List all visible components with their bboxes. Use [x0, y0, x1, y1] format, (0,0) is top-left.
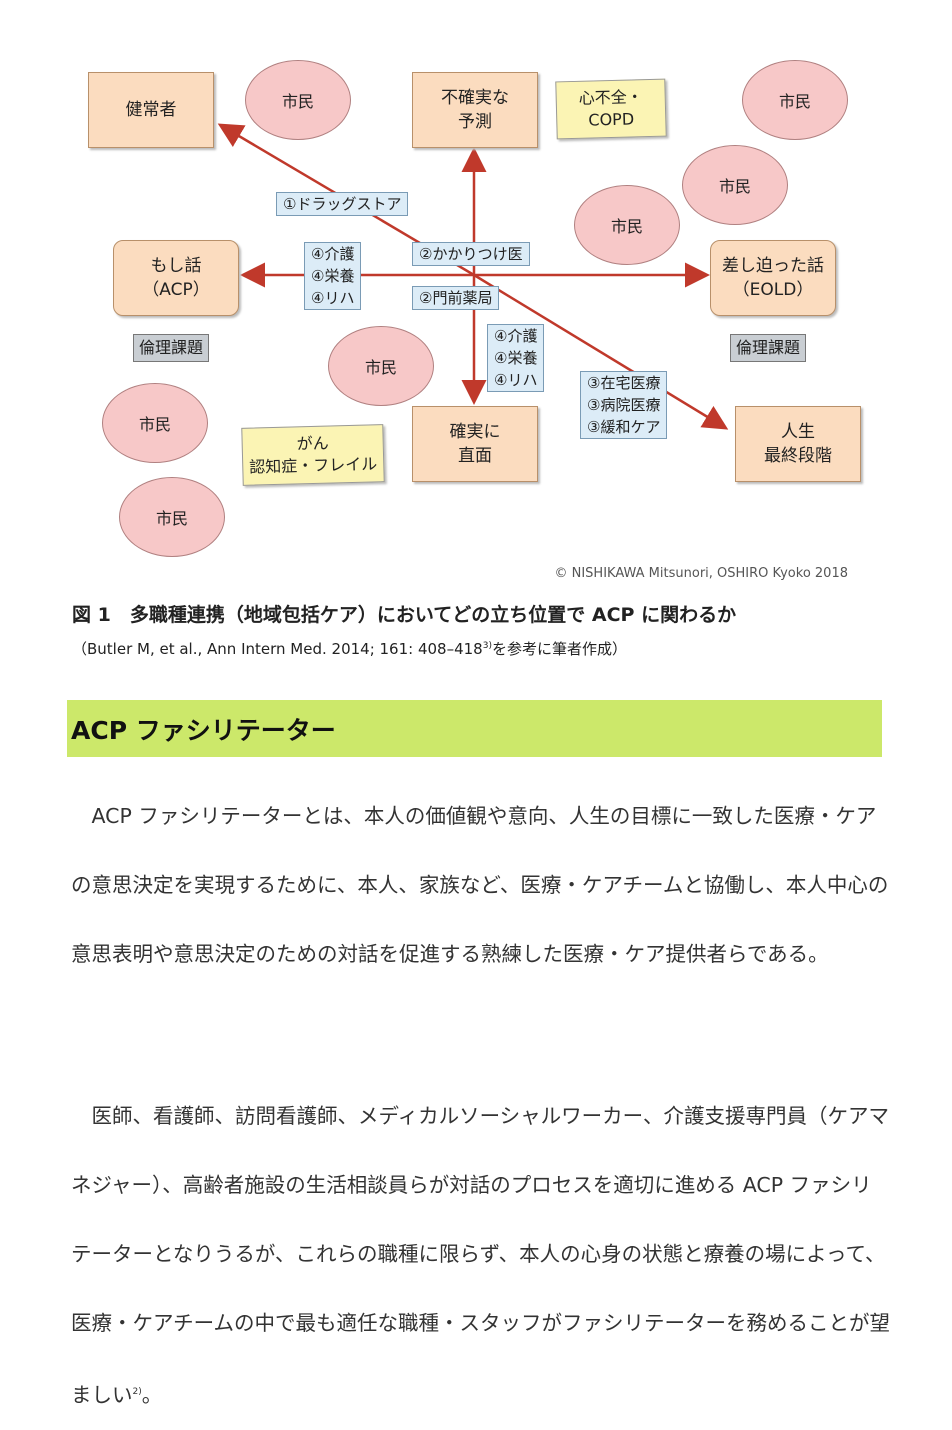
citizen-oval: 市民	[682, 145, 788, 225]
box-uncertain-prediction: 不確実な 予測	[412, 72, 538, 148]
tag-drugstore: ①ドラッグストア	[276, 192, 409, 216]
note-heart-copd: 心不全・ COPD	[555, 78, 667, 140]
tag-family-doctor: ②かかりつけ医	[412, 242, 530, 266]
paragraph-facilitators-text: 医師、看護師、訪問看護師、メディカルソーシャルワーカー、介護支援専門員（ケアマネ…	[71, 1104, 890, 1407]
tag-care-left: ④介護 ④栄養 ④リハ	[304, 242, 362, 310]
ethics-label-left: 倫理課題	[133, 334, 210, 362]
tag-care-middle: ④介護 ④栄養 ④リハ	[487, 324, 545, 392]
citizen-oval: 市民	[119, 477, 225, 557]
box-moshi-acp: もし話 （ACP）	[113, 240, 239, 316]
citizen-oval: 市民	[328, 326, 434, 406]
section-heading-bar: ACP ファシリテーター	[67, 700, 882, 757]
citizen-oval: 市民	[245, 60, 351, 140]
box-imminent-eold: 差し迫った話 （EOLD）	[710, 240, 836, 316]
ethics-label-right: 倫理課題	[730, 334, 807, 362]
citizen-oval: 市民	[742, 60, 848, 140]
acp-position-diagram: 健常者 不確実な 予測 もし話 （ACP） 差し迫った話 （EOLD） 確実に …	[0, 0, 952, 600]
diagonal-arrow-down-right	[473, 273, 729, 430]
citizen-oval: 市民	[102, 383, 208, 463]
paragraph-facilitators: 医師、看護師、訪問看護師、メディカルソーシャルワーカー、介護支援専門員（ケアマネ…	[71, 1082, 891, 1430]
paragraph-superscript: 2)	[132, 1387, 142, 1397]
paragraph-end: 。	[141, 1382, 163, 1407]
tag-medical-care: ③在宅医療 ③病院医療 ③緩和ケア	[580, 371, 668, 439]
citizen-oval: 市民	[574, 185, 680, 265]
figure-caption-reference: （Butler M, et al., Ann Intern Med. 2014;…	[72, 638, 627, 659]
copyright-credit: © NISHIKAWA Mitsunori, OSHIRO Kyoko 2018	[554, 566, 848, 581]
section-title: ACP ファシリテーター	[71, 715, 336, 745]
note-cancer-dementia: がん 認知症・フレイル	[241, 424, 385, 486]
reference-text: （Butler M, et al., Ann Intern Med. 2014;…	[72, 640, 483, 658]
box-healthy: 健常者	[88, 72, 214, 148]
paragraph-definition: ACP ファシリテーターとは、本人の価値観や意向、人生の目標に一致した医療・ケア…	[71, 804, 889, 966]
reference-superscript: 3)	[482, 641, 492, 651]
box-certain-facing: 確実に 直面	[412, 406, 538, 482]
figure-caption-title: 図 1 多職種連携（地域包括ケア）においてどの立ち位置で ACP に関わるか	[72, 604, 737, 626]
tag-pharmacy: ②門前薬局	[412, 286, 500, 310]
box-final-stage: 人生 最終段階	[735, 406, 861, 482]
reference-tail: を参考に筆者作成）	[491, 640, 627, 658]
